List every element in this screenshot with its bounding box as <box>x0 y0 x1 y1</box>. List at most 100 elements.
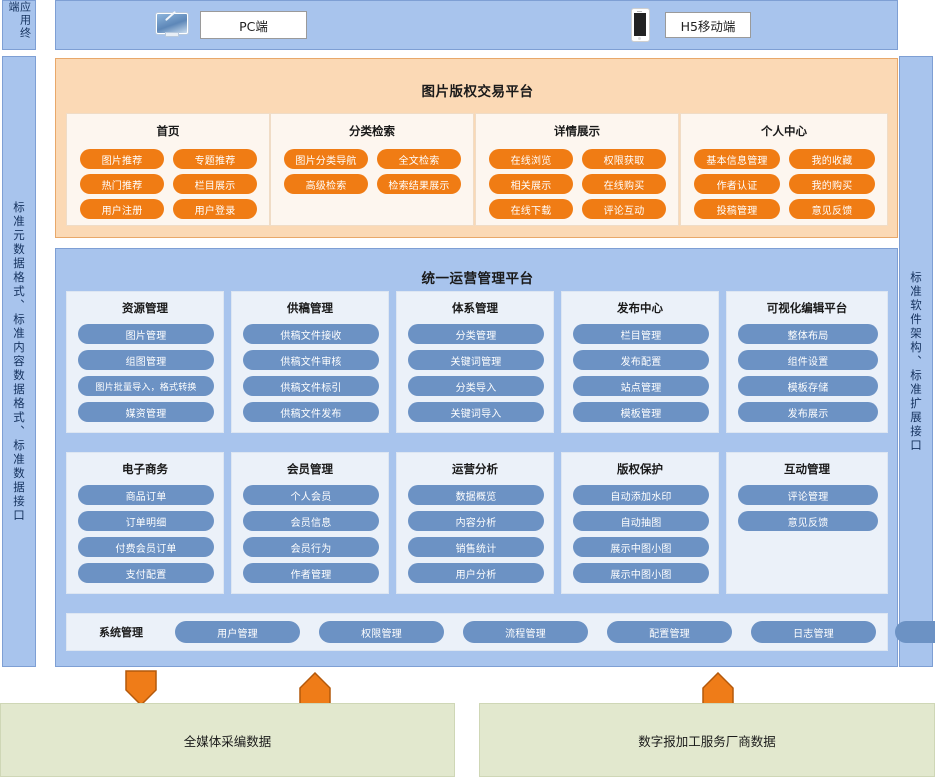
menu-item-advanced-search[interactable]: 高级检索 <box>284 174 368 194</box>
sys-module-storage-mgmt[interactable]: 存储管理 <box>895 621 935 643</box>
image-copyright-trading-platform: 图片版权交易平台 首页 图片推荐 专题推荐 热门推荐 栏目展示 用户注册 用户登… <box>55 58 898 238</box>
module-keyword-mgmt[interactable]: 关键词管理 <box>408 350 544 370</box>
module-sales-statistics[interactable]: 销售统计 <box>408 537 544 557</box>
orange-platform-title: 图片版权交易平台 <box>421 84 534 100</box>
application-terminal-row: PC端 H5移动端 <box>55 0 898 50</box>
module-category-import[interactable]: 分类导入 <box>408 376 544 396</box>
module-display-medium-small-image-2[interactable]: 展示中图小图 <box>573 563 709 583</box>
group-card-member-mgmt: 会员管理 个人会员 会员信息 会员行为 作者管理 <box>231 452 389 594</box>
module-individual-member[interactable]: 个人会员 <box>243 485 379 505</box>
module-display-medium-small-image-1[interactable]: 展示中图小图 <box>573 537 709 557</box>
menu-item-permission-acquire[interactable]: 权限获取 <box>582 149 666 169</box>
menu-item-column-display[interactable]: 栏目展示 <box>173 174 257 194</box>
sys-module-config-mgmt[interactable]: 配置管理 <box>607 621 732 643</box>
module-publish-config[interactable]: 发布配置 <box>573 350 709 370</box>
menu-item-topic-recommend[interactable]: 专题推荐 <box>173 149 257 169</box>
group-card-resource-mgmt: 资源管理 图片管理 组图管理 图片批量导入，格式转换 媒资管理 <box>66 291 224 433</box>
group-title-submission-mgmt: 供稿管理 <box>287 301 333 315</box>
module-member-info[interactable]: 会员信息 <box>243 511 379 531</box>
group-title-interaction-mgmt: 互动管理 <box>784 462 830 476</box>
mobile-phone-icon <box>631 8 650 42</box>
group-title-operation-analysis: 运营分析 <box>452 462 498 476</box>
module-content-analysis[interactable]: 内容分析 <box>408 511 544 531</box>
menu-item-online-purchase[interactable]: 在线购买 <box>582 174 666 194</box>
module-user-analysis[interactable]: 用户分析 <box>408 563 544 583</box>
data-source-omnimedia-label: 全媒体采编数据 <box>183 733 272 749</box>
module-component-settings[interactable]: 组件设置 <box>738 350 878 370</box>
terminal-pc-label: PC端 <box>239 18 268 34</box>
module-opinion-feedback[interactable]: 意见反馈 <box>738 511 878 531</box>
module-auto-extract-image[interactable]: 自动抽图 <box>573 511 709 531</box>
sys-module-permission-mgmt[interactable]: 权限管理 <box>319 621 444 643</box>
module-publish-display[interactable]: 发布展示 <box>738 402 878 422</box>
terminal-side-label: 应用终端 <box>2 0 36 50</box>
module-product-order[interactable]: 商品订单 <box>78 485 214 505</box>
module-paid-member-order[interactable]: 付费会员订单 <box>78 537 214 557</box>
right-standard-label: 标准软件架构、标准扩展接口 <box>899 56 933 667</box>
left-standard-label: 标准元数据格式、标准内容数据格式、标准数据接口 <box>2 56 36 667</box>
menu-item-hot-recommend[interactable]: 热门推荐 <box>80 174 164 194</box>
group-card-detail-display: 详情展示 在线浏览 权限获取 相关展示 在线购买 在线下载 评论互动 <box>475 113 679 226</box>
group-card-interaction-mgmt: 互动管理 评论管理 意见反馈 <box>726 452 888 594</box>
module-group-image-mgmt[interactable]: 组图管理 <box>78 350 214 370</box>
module-site-mgmt[interactable]: 站点管理 <box>573 376 709 396</box>
group-title-resource-mgmt: 资源管理 <box>122 301 168 315</box>
sys-module-process-mgmt[interactable]: 流程管理 <box>463 621 588 643</box>
group-card-submission-mgmt: 供稿管理 供稿文件接收 供稿文件审核 供稿文件标引 供稿文件发布 <box>231 291 389 433</box>
menu-item-author-certification[interactable]: 作者认证 <box>694 174 780 194</box>
group-title-visual-editing-platform: 可视化编辑平台 <box>766 301 848 315</box>
desktop-monitor-icon <box>156 10 188 37</box>
group-title-member-mgmt: 会员管理 <box>287 462 333 476</box>
module-template-storage[interactable]: 模板存储 <box>738 376 878 396</box>
group-card-category-search: 分类检索 图片分类导航 全文检索 高级检索 检索结果展示 <box>270 113 474 226</box>
menu-item-related-display[interactable]: 相关展示 <box>489 174 573 194</box>
group-card-copyright-protection: 版权保护 自动添加水印 自动抽图 展示中图小图 展示中图小图 <box>561 452 719 594</box>
module-member-behavior[interactable]: 会员行为 <box>243 537 379 557</box>
group-card-operation-analysis: 运营分析 数据概览 内容分析 销售统计 用户分析 <box>396 452 554 594</box>
group-title-category-search: 分类检索 <box>349 124 395 138</box>
group-title-detail-display: 详情展示 <box>554 124 600 138</box>
module-submission-file-index[interactable]: 供稿文件标引 <box>243 376 379 396</box>
terminal-h5[interactable]: H5移动端 <box>631 4 871 46</box>
module-order-detail[interactable]: 订单明细 <box>78 511 214 531</box>
terminal-pc[interactable]: PC端 <box>156 6 386 44</box>
module-column-mgmt[interactable]: 栏目管理 <box>573 324 709 344</box>
menu-item-image-category-nav[interactable]: 图片分类导航 <box>284 149 368 169</box>
module-submission-file-review[interactable]: 供稿文件审核 <box>243 350 379 370</box>
sys-module-user-mgmt[interactable]: 用户管理 <box>175 621 300 643</box>
blue-platform-title: 统一运营管理平台 <box>421 271 534 287</box>
module-template-mgmt[interactable]: 模板管理 <box>573 402 709 422</box>
group-title-homepage: 首页 <box>156 124 180 138</box>
module-auto-watermark[interactable]: 自动添加水印 <box>573 485 709 505</box>
module-submission-file-publish[interactable]: 供稿文件发布 <box>243 402 379 422</box>
menu-item-image-recommend[interactable]: 图片推荐 <box>80 149 164 169</box>
menu-item-my-purchases[interactable]: 我的购买 <box>789 174 875 194</box>
menu-item-fulltext-search[interactable]: 全文检索 <box>377 149 461 169</box>
terminal-h5-label: H5移动端 <box>680 18 736 34</box>
module-data-overview[interactable]: 数据概览 <box>408 485 544 505</box>
group-card-ecommerce: 电子商务 商品订单 订单明细 付费会员订单 支付配置 <box>66 452 224 594</box>
menu-item-user-register[interactable]: 用户注册 <box>80 199 164 219</box>
module-keyword-import[interactable]: 关键词导入 <box>408 402 544 422</box>
menu-item-search-results[interactable]: 检索结果展示 <box>377 174 461 194</box>
module-author-mgmt[interactable]: 作者管理 <box>243 563 379 583</box>
menu-item-online-browse[interactable]: 在线浏览 <box>489 149 573 169</box>
system-management-bar: 系统管理 用户管理 权限管理 流程管理 配置管理 日志管理 存储管理 <box>66 613 935 651</box>
module-batch-import-format-convert[interactable]: 图片批量导入，格式转换 <box>78 376 214 396</box>
sys-module-log-mgmt[interactable]: 日志管理 <box>751 621 876 643</box>
menu-item-user-login[interactable]: 用户登录 <box>173 199 257 219</box>
menu-item-comment-interaction[interactable]: 评论互动 <box>582 199 666 219</box>
menu-item-basic-info-mgmt[interactable]: 基本信息管理 <box>694 149 780 169</box>
menu-item-submission-mgmt[interactable]: 投稿管理 <box>694 199 780 219</box>
menu-item-my-favorites[interactable]: 我的收藏 <box>789 149 875 169</box>
module-submission-file-receive[interactable]: 供稿文件接收 <box>243 324 379 344</box>
menu-item-online-download[interactable]: 在线下载 <box>489 199 573 219</box>
module-payment-config[interactable]: 支付配置 <box>78 563 214 583</box>
group-card-visual-editing-platform: 可视化编辑平台 整体布局 组件设置 模板存储 发布展示 <box>726 291 888 433</box>
module-category-mgmt[interactable]: 分类管理 <box>408 324 544 344</box>
module-media-asset-mgmt[interactable]: 媒资管理 <box>78 402 214 422</box>
module-overall-layout[interactable]: 整体布局 <box>738 324 878 344</box>
menu-item-feedback[interactable]: 意见反馈 <box>789 199 875 219</box>
module-comment-mgmt[interactable]: 评论管理 <box>738 485 878 505</box>
module-image-mgmt[interactable]: 图片管理 <box>78 324 214 344</box>
